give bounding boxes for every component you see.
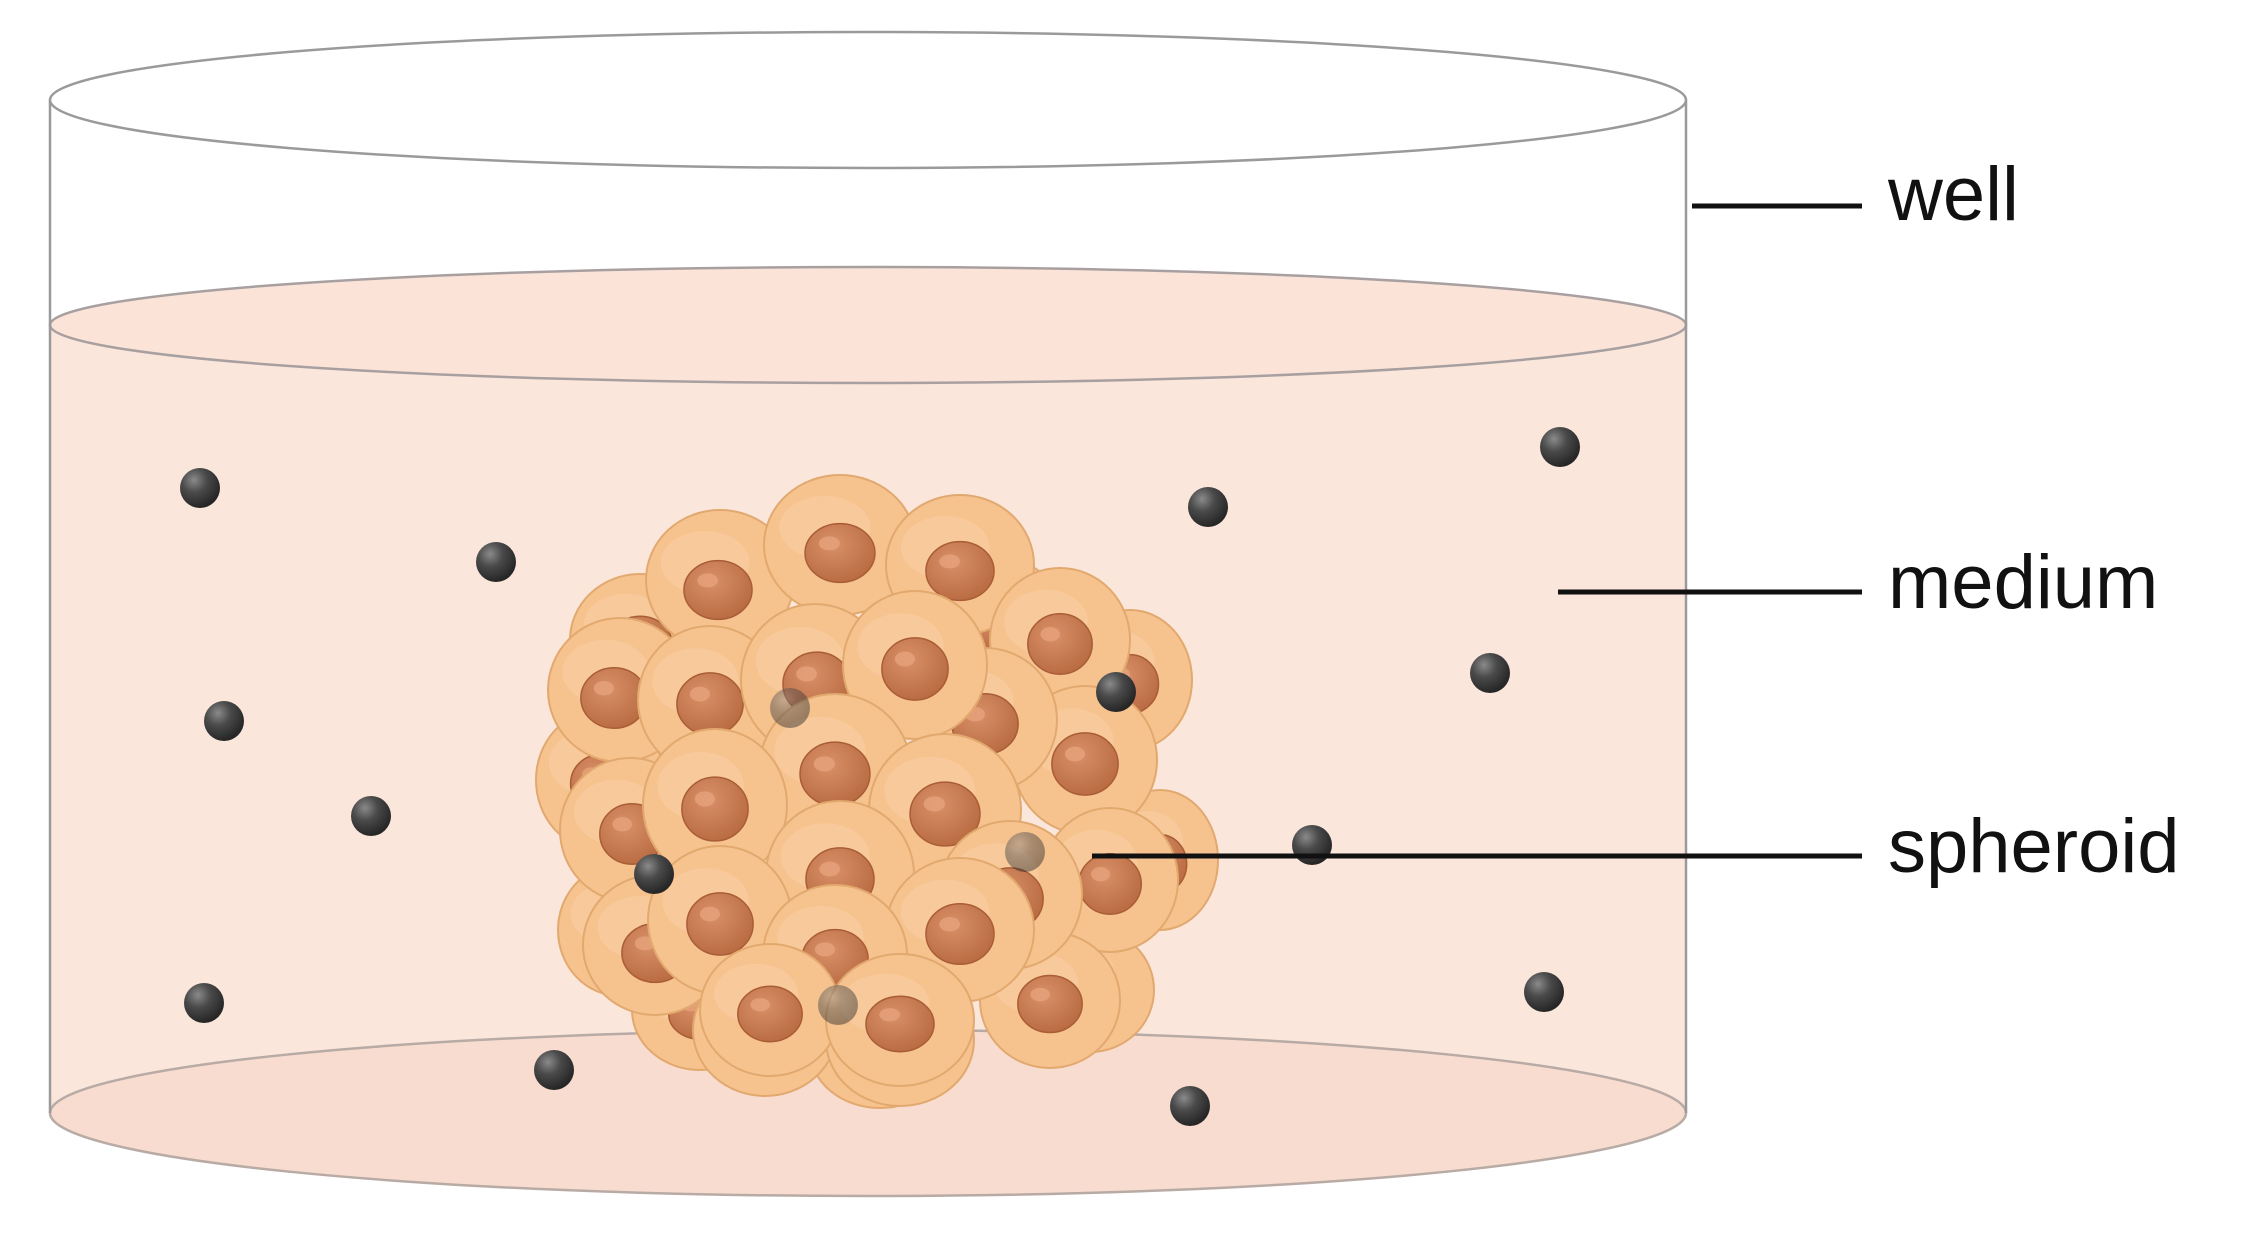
- cell-nucleus: [909, 781, 981, 847]
- spheroid-cell: [645, 509, 795, 651]
- bead: [476, 542, 516, 582]
- spheroid-cell: [885, 494, 1035, 636]
- medium-surface: [48, 265, 1688, 385]
- bead: [634, 854, 674, 894]
- cell-nucleus: [1017, 974, 1083, 1034]
- bead: [1524, 972, 1564, 1012]
- bead: [351, 796, 391, 836]
- spheroid-label: spheroid: [1888, 804, 2180, 889]
- cell-nucleus: [686, 892, 754, 956]
- bead: [818, 985, 858, 1025]
- bead: [180, 468, 220, 508]
- cell-nucleus: [799, 741, 871, 807]
- spheroid-cell: [642, 728, 788, 882]
- cell-nucleus: [925, 903, 995, 965]
- spheroid-cell: [699, 943, 841, 1077]
- cell-nucleus: [683, 559, 753, 621]
- cell-nucleus: [737, 985, 803, 1043]
- beads-front: [180, 427, 1580, 1126]
- bead: [1096, 672, 1136, 712]
- cell-nucleus: [676, 672, 744, 736]
- cell-nucleus: [881, 637, 949, 701]
- bead: [184, 983, 224, 1023]
- spheroid-cell: [763, 474, 917, 616]
- bead: [204, 701, 244, 741]
- cell-nucleus: [865, 995, 935, 1053]
- bead: [1170, 1086, 1210, 1126]
- bead: [1188, 487, 1228, 527]
- cell-nucleus: [1051, 732, 1119, 796]
- well-label: well: [1887, 152, 2019, 237]
- cell-nucleus: [925, 540, 995, 602]
- bead: [1292, 825, 1332, 865]
- well-rim: [48, 30, 1688, 170]
- spheroid-cell: [842, 590, 988, 740]
- bead: [770, 688, 810, 728]
- bead: [534, 1050, 574, 1090]
- medium-label: medium: [1888, 540, 2158, 625]
- bead: [1470, 653, 1510, 693]
- bead: [1005, 832, 1045, 872]
- bead: [1540, 427, 1580, 467]
- cell-nucleus: [681, 776, 749, 842]
- cell-nucleus: [804, 522, 876, 584]
- cell-nucleus: [1027, 613, 1093, 675]
- spheroid: [535, 474, 1219, 1109]
- cell-nucleus: [1077, 853, 1143, 915]
- spheroid-cell: [825, 953, 975, 1087]
